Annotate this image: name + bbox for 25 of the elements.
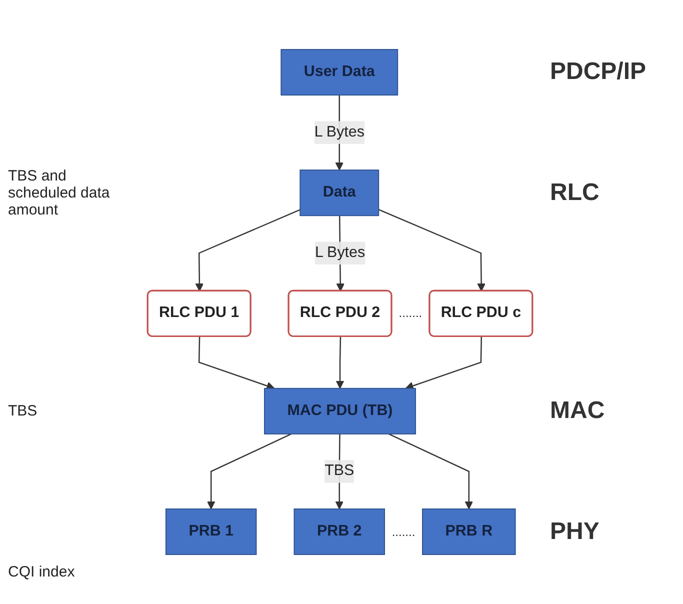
node-box [300,170,380,216]
node-box [264,388,416,434]
arrow [336,336,344,389]
arrow [388,433,474,510]
node-box [165,508,257,555]
edge-label: L Bytes [314,244,366,261]
edge-label: TBS [324,462,354,480]
layer-label: PHY [550,518,600,546]
node-box [422,508,516,555]
annotation-text: TBS [8,402,38,420]
edge-label: L Bytes [314,124,364,140]
layer-label: RLC [550,178,600,207]
ellipsis-text: ....... [392,524,416,539]
arrow [195,209,300,292]
arrow [198,336,275,390]
annotation-text: CQI index [8,563,76,580]
annotation-text: TBS and scheduled data amount [8,167,111,218]
ellipsis-text: ....... [398,306,422,320]
layer-label: PDCP/IP [550,58,646,86]
node-box [280,49,398,96]
node-box [294,508,385,555]
arrow [206,433,292,510]
arrow [405,336,482,390]
arrow [378,208,486,292]
layer-label: MAC [550,397,605,426]
